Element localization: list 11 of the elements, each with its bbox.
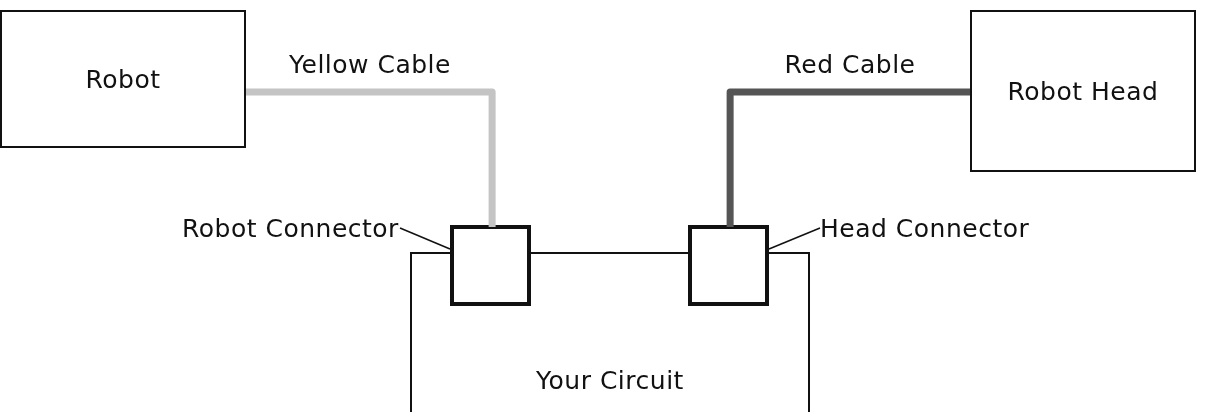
box-label: Your Circuit	[536, 366, 684, 395]
callout-label: Head Connector	[820, 213, 1030, 243]
leader-line	[768, 227, 821, 250]
box-label: Robot Head	[1007, 76, 1159, 106]
block-box	[970, 10, 1196, 172]
box-label: Robot	[85, 64, 161, 94]
connector-box	[450, 225, 531, 306]
leader-line	[399, 227, 451, 250]
connector-box	[688, 225, 769, 306]
callout-label: Robot Connector	[182, 213, 399, 243]
block-box	[0, 10, 246, 148]
